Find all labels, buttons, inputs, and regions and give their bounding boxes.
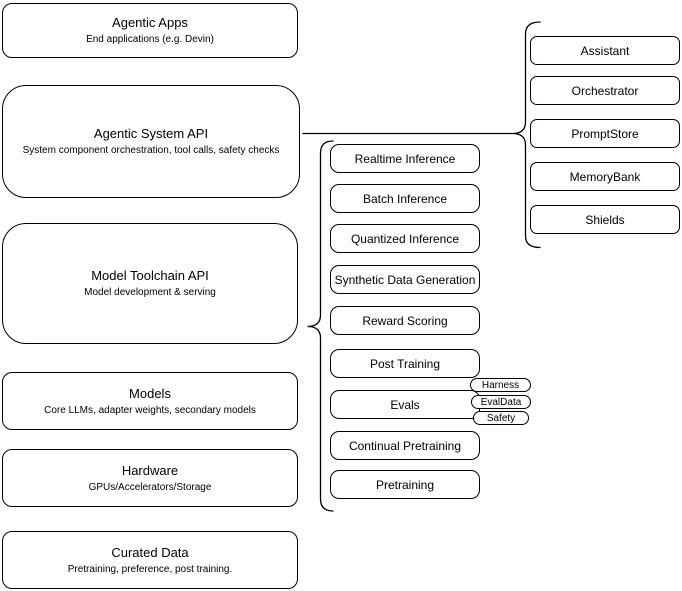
node-subtitle: System component orchestration, tool cal… (22, 145, 280, 156)
node-evals: Evals (330, 390, 480, 419)
node-label: Shields (585, 212, 625, 227)
node-model-toolchain-api: Model Toolchain API Model development & … (2, 223, 298, 344)
node-label: Realtime Inference (354, 151, 456, 166)
pill-label: Harness (481, 379, 520, 391)
node-subtitle: End applications (e.g. Devin) (86, 34, 214, 45)
pill-harness: Harness (470, 378, 531, 392)
node-shields: Shields (530, 205, 680, 234)
node-label: Quantized Inference (350, 231, 460, 246)
node-label: Continual Pretraining (348, 438, 462, 453)
node-subtitle: GPUs/Accelerators/Storage (88, 481, 212, 493)
node-label: Synthetic Data Generation (334, 272, 476, 287)
node-label: Pretraining (375, 477, 435, 492)
node-post-training: Post Training (330, 349, 480, 378)
node-label: Assistant (580, 43, 630, 58)
node-agentic-system-api: Agentic System API System component orch… (2, 85, 300, 198)
node-memorybank: MemoryBank (530, 162, 680, 191)
node-title: Curated Data (111, 544, 189, 560)
node-label: PromptStore (571, 126, 639, 141)
node-label: Post Training (369, 356, 441, 371)
node-title: Agentic Apps (112, 15, 188, 30)
node-title: Agentic System API (93, 126, 209, 141)
node-subtitle: Model development & serving (84, 287, 216, 298)
node-quantized-inference: Quantized Inference (330, 224, 480, 253)
node-agentic-apps: Agentic Apps End applications (e.g. Devi… (2, 3, 298, 58)
node-continual-pretraining: Continual Pretraining (330, 431, 480, 460)
pill-safety: Safety (473, 411, 529, 425)
node-models: Models Core LLMs, adapter weights, secon… (2, 372, 298, 430)
node-realtime-inference: Realtime Inference (330, 144, 480, 173)
node-subtitle: Pretraining, preference, post training. (67, 563, 233, 575)
node-subtitle: Core LLMs, adapter weights, secondary mo… (44, 404, 256, 416)
node-synthetic-data-generation: Synthetic Data Generation (330, 265, 480, 294)
node-batch-inference: Batch Inference (330, 184, 480, 213)
node-label: MemoryBank (569, 169, 641, 184)
node-label: Batch Inference (362, 191, 448, 206)
node-promptstore: PromptStore (530, 119, 680, 148)
pill-label: Safety (486, 412, 516, 424)
node-reward-scoring: Reward Scoring (330, 306, 480, 335)
pill-evaldata: EvalData (471, 395, 531, 409)
node-hardware: Hardware GPUs/Accelerators/Storage (2, 449, 298, 507)
node-assistant: Assistant (530, 36, 680, 65)
pill-label: EvalData (480, 396, 522, 408)
node-label: Orchestrator (571, 83, 639, 98)
node-pretraining: Pretraining (330, 470, 480, 499)
node-orchestrator: Orchestrator (530, 76, 680, 105)
node-curated-data: Curated Data Pretraining, preference, po… (2, 531, 298, 589)
node-title: Model Toolchain API (91, 268, 209, 283)
node-title: Hardware (121, 462, 179, 478)
node-label: Reward Scoring (362, 313, 448, 328)
node-label: Evals (390, 397, 420, 412)
node-title: Models (129, 385, 171, 401)
